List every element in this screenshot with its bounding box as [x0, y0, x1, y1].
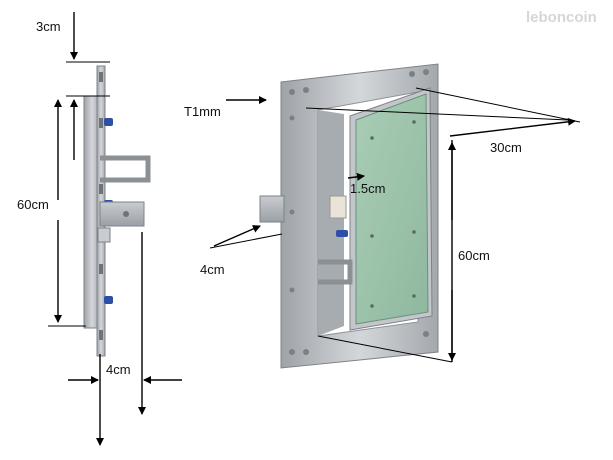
side-view: 3cm 60cm 4cm — [17, 12, 182, 446]
dim-30cm-ext-right — [415, 87, 581, 123]
label-frame-thickness: T1mm — [184, 104, 221, 119]
label-depth-top: 3cm — [36, 19, 61, 34]
dim-4cm-side-ext — [209, 233, 283, 249]
label-offset: 1.5cm — [350, 181, 385, 196]
dim-1-5cm-arrow — [347, 172, 365, 181]
dim-60cm-right-ext — [317, 335, 453, 363]
dim-30cm-ext-top — [305, 107, 569, 121]
label-height-right: 60cm — [458, 248, 490, 263]
label-width-right: 30cm — [490, 140, 522, 155]
perspective-view: T1mm 30cm 1.5cm 60cm 4cm — [184, 63, 581, 369]
lock-bracket — [99, 201, 145, 227]
latch-pin-top — [104, 118, 113, 126]
dim-30cm-arrow — [449, 117, 576, 137]
flange-screws — [99, 72, 103, 340]
latch-pin-bottom — [104, 296, 113, 304]
spring-clip — [100, 155, 151, 183]
latch-block — [329, 195, 347, 219]
frame-screws — [289, 69, 429, 355]
board-screws — [370, 120, 416, 308]
door-panel-board — [355, 93, 429, 325]
label-side-depth: 4cm — [200, 262, 225, 277]
frame-inner-wall — [318, 110, 344, 336]
latch-pin — [336, 230, 348, 237]
side-bracket — [259, 195, 285, 223]
spring-clip-right — [318, 259, 353, 285]
label-flange-width: 4cm — [106, 362, 131, 377]
watermark-logo: leboncoin — [526, 9, 597, 26]
lock-bracket-foot — [97, 227, 111, 243]
label-height-left: 60cm — [17, 197, 49, 212]
dim-4cm-side-arrow — [213, 225, 261, 247]
